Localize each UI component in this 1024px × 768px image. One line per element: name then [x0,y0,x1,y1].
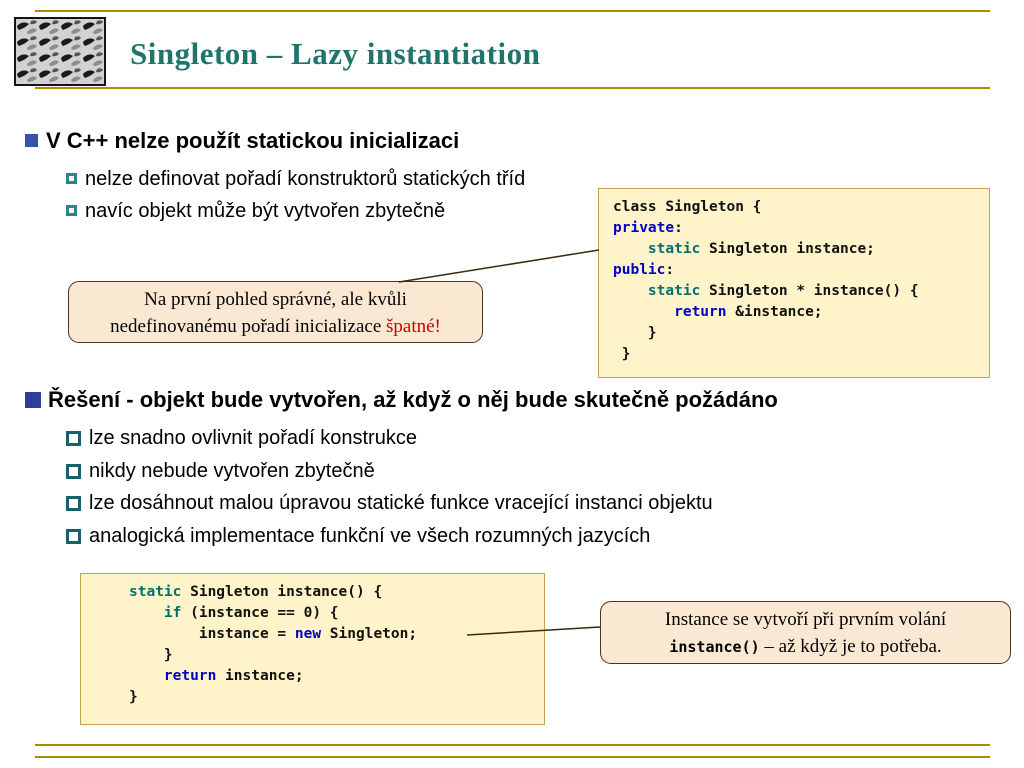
page-title: Singleton – Lazy instantiation [130,36,541,71]
section1-heading-row: V C++ nelze použít statickou inicializac… [25,127,965,154]
callout-line: Na první pohled správné, ale kvůli [144,289,407,310]
callout-line: instance() – až když je to potřeba. [669,636,942,657]
section2-item-row: analogická implementace funkční ve všech… [66,524,986,549]
callout-line: Instance se vytvoří při prvním volání [664,609,947,630]
bullet-square-icon [66,496,81,511]
section1-heading: V C++ nelze použít statickou inicializac… [46,128,460,153]
list-item: navíc objekt může být vytvořen zbytečně [85,200,446,222]
bullet-square-icon [25,392,41,408]
header-rule [35,87,990,89]
section2-heading: Řešení - objekt bude vytvořen, až když o… [48,387,778,412]
bullet-square-icon [66,173,77,184]
callout-line: nedefinovanému pořadí inicializace špatn… [110,316,441,337]
bullet-square-icon [66,529,81,544]
tessellation-pattern-icon [16,19,104,84]
section2-item-row: nikdy nebude vytvořen zbytečně [66,459,986,484]
footer-rule-upper [35,744,990,746]
section2-heading-row: Řešení - objekt bude vytvořen, až když o… [25,386,995,413]
code-box-lazy-instance: static Singleton instance() { if (instan… [80,573,545,725]
error-highlight-text: špatné! [386,316,441,337]
footer-rule-lower [35,756,990,758]
list-item: lze snadno ovlivnit pořadí konstrukce [89,427,417,449]
list-item: lze dosáhnout malou úpravou statické fun… [89,492,713,514]
tessellation-logo-image [14,17,106,86]
code-box-class-singleton: class Singleton {private: static Singlet… [598,188,990,378]
inline-code-text: instance() [669,638,760,656]
list-item: nikdy nebude vytvořen zbytečně [89,460,375,482]
bullet-square-icon [66,431,81,446]
callout-lazy-creation-note: Instance se vytvoří při prvním volání in… [600,601,1011,664]
section1-item-row: navíc objekt může být vytvořen zbytečně [66,199,946,224]
list-item: analogická implementace funkční ve všech… [89,525,651,547]
callout1-pointer-line [398,249,600,283]
section2-item-row: lze dosáhnout malou úpravou statické fun… [66,491,986,516]
callout-static-init-warning: Na první pohled správné, ale kvůli nedef… [68,281,483,343]
bullet-square-icon [66,205,77,216]
list-item: nelze definovat pořadí konstruktorů stat… [85,168,526,190]
bullet-square-icon [25,134,38,147]
bullet-square-icon [66,464,81,479]
section1-item-row: nelze definovat pořadí konstruktorů stat… [66,167,946,192]
section2-item-row: lze snadno ovlivnit pořadí konstrukce [66,426,986,451]
top-rule [35,10,990,12]
